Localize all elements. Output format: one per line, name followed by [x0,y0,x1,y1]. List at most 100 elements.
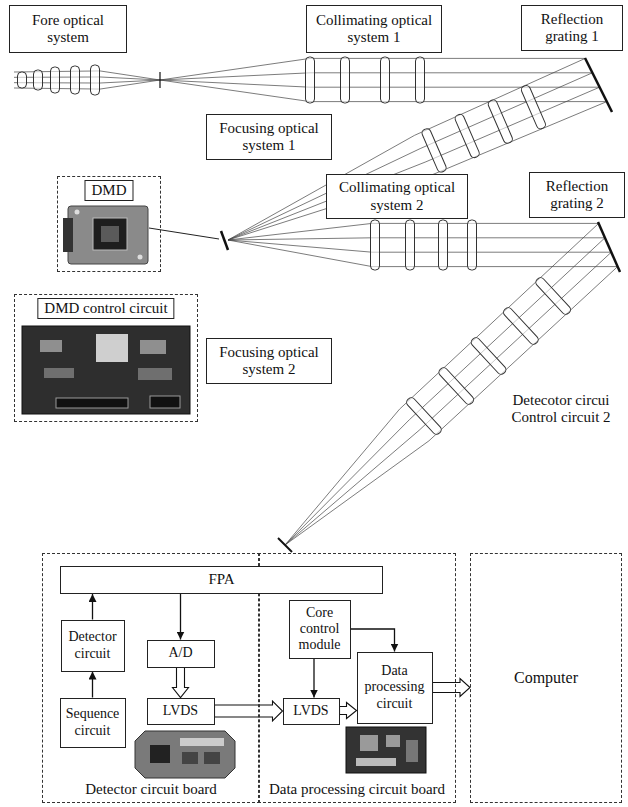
fpga-chip [96,334,128,362]
chip [386,735,400,747]
chip [40,340,62,352]
focal-plane [278,538,292,552]
control-circuit-panel: DMD control circuit [14,294,198,422]
label-box: Reflection grating 2 [529,172,625,218]
lens [34,70,43,90]
lens [71,66,80,94]
hollow-arrow [340,703,357,719]
signal-arrow [180,594,181,640]
circuit-block: Detector circuit [61,620,125,672]
node-label: LVDS [293,703,328,719]
circuit-board [22,326,190,414]
circuit-block: A/D [147,640,215,668]
lens [18,72,27,88]
signal-arrow [351,629,395,652]
leader-line [149,228,219,239]
node-label: A/D [168,645,192,661]
chip [360,735,378,751]
label-box: Collimating optical system 1 [306,5,442,53]
hollow-arrow [433,679,471,697]
detector-chip [150,745,170,763]
field-stop [159,72,160,88]
node-label: Core control module [294,605,346,653]
lens [381,57,390,103]
chip [204,752,220,764]
dmd-panel: DMD [57,176,161,272]
control-board-photo [22,326,190,414]
lens [341,57,350,103]
node-label: DMD [84,180,133,201]
light-ray [14,80,607,240]
light-ray [228,238,605,545]
dmd-connector [63,218,73,252]
lens [439,220,448,270]
connector [56,398,128,408]
node-label: Data processing circuit board [259,781,455,798]
connector [356,758,396,766]
dmd-mirror-array [101,226,119,242]
node-label: Collimating optical system 1 [311,12,437,47]
detector-board-photo [135,731,235,778]
chip [44,368,74,378]
node-label: Computer [471,669,621,687]
node-label: Sequence circuit [65,706,121,738]
node-label: Fore optical system [14,12,122,47]
chip [182,752,198,764]
label-box: Focusing optical system 2 [206,338,332,384]
circuit-board [346,727,426,773]
circuit-block: Data processing circuit [357,652,433,724]
lens [51,67,60,93]
lens [405,396,443,436]
node-label: Focusing optical system 1 [211,120,327,155]
lens [371,220,380,270]
label-box: Focusing optical system 1 [206,114,332,160]
lens [520,84,547,130]
signal-arrow [313,659,314,698]
lens [487,99,514,145]
screw [138,255,143,260]
lens [416,57,425,103]
light-ray [14,80,600,240]
circuit-block: Core control module [289,600,351,659]
node-label: DMD control circuit [37,298,174,319]
circuit-block: LVDS [147,698,215,725]
connector [180,738,224,746]
label-box: Collimating optical system 2 [326,174,468,219]
lens [306,57,315,103]
lens [502,306,540,346]
connector [150,396,180,408]
node-label: LVDS [163,703,198,719]
node-label: FPA [208,571,234,588]
hollow-arrow [215,701,283,721]
node-label: Collimating optical system 2 [331,179,463,214]
screw [75,210,80,215]
dmd-housing [68,206,148,264]
lens [468,220,477,270]
lens [454,113,481,159]
computer-region: Computer [470,553,622,803]
light-ray [14,58,585,240]
circuit-board [135,731,235,778]
dmd-photo [63,206,148,264]
lens [470,336,508,376]
node-label: Focusing optical system 2 [211,344,327,379]
node-label: Detector circuit [66,629,120,661]
node-label: Detector circuit board [43,781,259,798]
signal-arrow [92,594,93,620]
node-label: Reflection grating 2 [534,178,620,213]
node-label: Reflection grating 1 [526,11,618,46]
reflection-grating [598,222,620,272]
fpa-box: FPA [60,566,383,594]
node-label: Data processing circuit [362,663,428,711]
light-ray [228,223,599,545]
lens [421,128,448,174]
chip [138,368,172,380]
signal-arrow [92,672,93,698]
lens [91,65,100,95]
light-ray [14,73,592,240]
circuit-block: LVDS [283,698,340,725]
optical-path [14,57,620,552]
label-box: Reflection grating 1 [521,5,623,51]
annotation-label: Detecotor circui Control circuit 2 [500,392,622,427]
chip [406,740,418,762]
